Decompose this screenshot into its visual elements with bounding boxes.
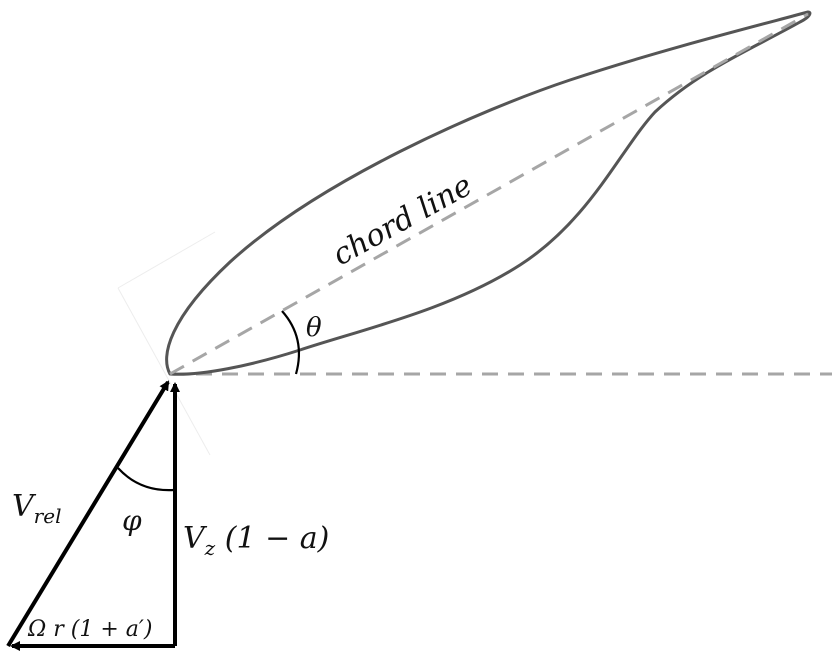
airfoil-outline: [165, 10, 812, 376]
v-z-label: Vz (1 − a): [183, 521, 329, 560]
v-z-main: V: [183, 521, 208, 556]
omega-r-label: Ω r (1 + a′): [27, 617, 152, 642]
v-z-subscript: z: [204, 536, 216, 560]
chord-line-label: chord line: [327, 168, 478, 273]
theta-angle-arc: [281, 310, 300, 375]
phi-label: φ: [122, 504, 142, 537]
velocity-triangle: [6, 380, 180, 651]
theta-label: θ: [306, 313, 322, 343]
phi-angle-arc: [117, 467, 175, 492]
v-rel-label: Vrel: [12, 489, 61, 528]
v-z-factor: (1 − a): [215, 521, 329, 556]
v-rel-main: V: [12, 489, 37, 524]
faint-frame: [117, 231, 216, 456]
chord-line: [169, 12, 809, 376]
v-rel-subscript: rel: [34, 504, 62, 528]
v-rel-vector: [6, 380, 170, 648]
